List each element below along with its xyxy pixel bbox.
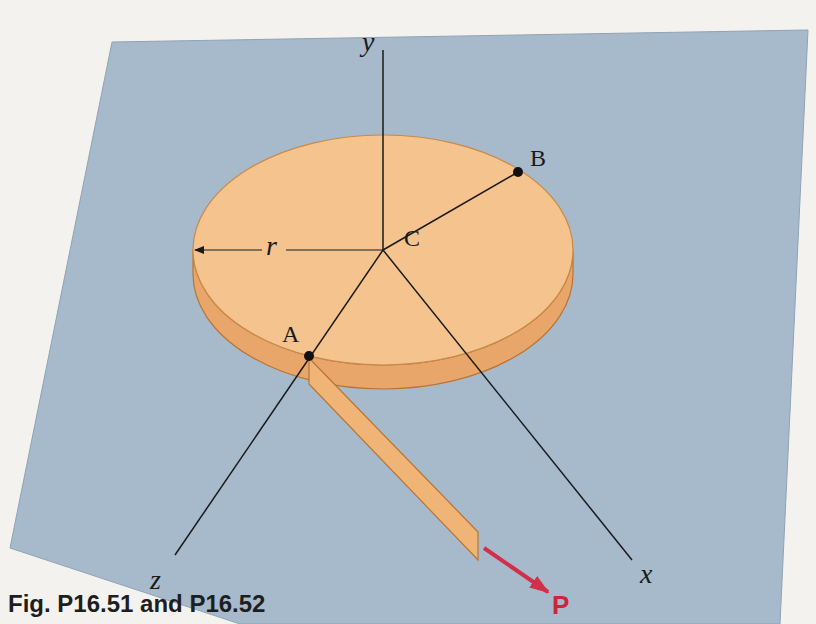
point-label: C (404, 226, 420, 250)
point-label: B (530, 146, 546, 170)
figure-caption: Fig. P16.51 and P16.52 (8, 592, 265, 616)
axis-label: y (362, 28, 374, 56)
dimension-label: r (266, 232, 277, 260)
axis-label: x (640, 560, 652, 588)
point-label: A (282, 322, 299, 346)
axis-label: z (150, 566, 161, 594)
force-label: P (552, 592, 569, 618)
